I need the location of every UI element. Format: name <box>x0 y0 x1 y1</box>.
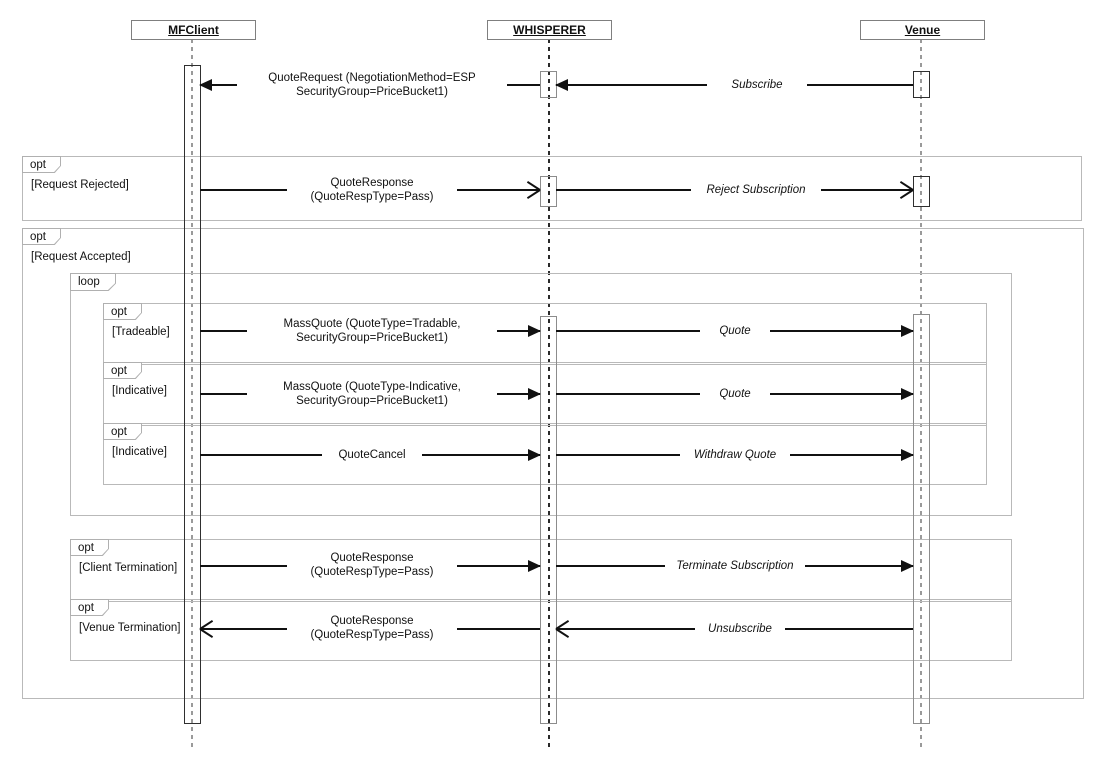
fragment-operator-label: opt <box>104 304 141 319</box>
message-label-quote-response-reject: QuoteResponse (QuoteRespType=Pass) <box>287 176 457 204</box>
arrowhead-filled-right <box>528 325 541 337</box>
lifeline-venue <box>920 39 922 751</box>
fragment-operator-tab: opt <box>70 599 109 616</box>
fragment-operator-tab: opt <box>22 156 61 173</box>
actor-header-mfclient: MFClient <box>131 20 256 40</box>
actor-header-venue: Venue <box>860 20 985 40</box>
message-label-quote-tradable: Quote <box>700 324 770 338</box>
fragment-condition: [Tradeable] <box>112 326 170 338</box>
fragment-condition: [Request Accepted] <box>31 251 131 263</box>
arrowhead-open-left <box>200 622 215 636</box>
lifeline-mfclient <box>191 39 193 751</box>
fragment-request-accepted: opt [Request Accepted] <box>22 228 1084 699</box>
fragment-operator-tab: loop <box>70 273 116 291</box>
activation-whisperer-main <box>540 316 557 724</box>
fragment-operator-label: opt <box>71 600 108 615</box>
arrowhead-filled-right <box>901 560 914 572</box>
fragment-condition: [Client Termination] <box>79 562 178 574</box>
message-label-quote-indicative: Quote <box>700 387 770 401</box>
message-label-quote-response-client-term: QuoteResponse (QuoteRespType=Pass) <box>287 551 457 579</box>
message-label-quote-request: QuoteRequest (NegotiationMethod=ESP Secu… <box>237 71 507 99</box>
fragment-operator-tab: opt <box>103 303 142 320</box>
message-label-subscribe: Subscribe <box>707 78 807 92</box>
fragment-client-termination: opt [Client Termination] <box>70 539 1012 602</box>
fragment-condition: [Indicative] <box>112 446 167 458</box>
fragment-operator-tab: opt <box>103 423 142 440</box>
message-label-mass-quote-tradable: MassQuote (QuoteType=Tradable, SecurityG… <box>247 317 497 345</box>
fragment-operator-label: opt <box>23 157 60 172</box>
fragment-operator-label: opt <box>71 540 108 555</box>
actor-header-whisperer: WHISPERER <box>487 20 612 40</box>
message-label-terminate-subscription: Terminate Subscription <box>665 559 805 573</box>
lifeline-whisperer <box>548 39 550 751</box>
arrowhead-open-right <box>898 183 913 197</box>
fragment-loop: loop <box>70 273 1012 516</box>
fragment-condition: [Venue Termination] <box>79 622 181 634</box>
message-label-withdraw-quote: Withdraw Quote <box>680 448 790 462</box>
message-label-quote-response-venue-term: QuoteResponse (QuoteRespType=Pass) <box>287 614 457 642</box>
arrowhead-filled-right <box>901 449 914 461</box>
fragment-operator-tab: opt <box>22 228 61 245</box>
fragment-request-rejected: opt [Request Rejected] <box>22 156 1082 221</box>
fragment-indicative-cancel: opt [Indicative] <box>103 423 987 485</box>
arrowhead-filled-right <box>901 388 914 400</box>
fragment-operator-label: loop <box>71 274 115 290</box>
activation-whisperer-reject <box>540 176 557 207</box>
actor-name: MFClient <box>168 23 219 37</box>
activation-venue-main <box>913 314 930 724</box>
message-label-unsubscribe: Unsubscribe <box>695 622 785 636</box>
arrowhead-filled-left <box>555 79 568 91</box>
arrowhead-filled-right <box>528 560 541 572</box>
message-label-reject-subscription: Reject Subscription <box>691 183 821 197</box>
activation-mfclient <box>184 65 201 724</box>
arrowhead-open-left <box>556 622 571 636</box>
fragment-operator-label: opt <box>23 229 60 244</box>
fragment-operator-label: opt <box>104 424 141 439</box>
arrowhead-filled-right <box>528 388 541 400</box>
fragment-indicative-quote: opt [Indicative] <box>103 362 987 426</box>
arrowhead-filled-right <box>528 449 541 461</box>
activation-venue-reject <box>913 176 930 207</box>
fragment-condition: [Indicative] <box>112 385 167 397</box>
fragment-condition: [Request Rejected] <box>31 179 129 191</box>
message-label-quote-cancel: QuoteCancel <box>322 448 422 462</box>
arrowhead-open-right <box>525 183 540 197</box>
message-label-mass-quote-indicative: MassQuote (QuoteType-Indicative, Securit… <box>247 380 497 408</box>
fragment-tradeable: opt [Tradeable] <box>103 303 987 365</box>
activation-venue-subscribe <box>913 71 930 98</box>
actor-name: WHISPERER <box>513 23 586 37</box>
fragment-operator-tab: opt <box>70 539 109 556</box>
fragment-venue-termination: opt [Venue Termination] <box>70 599 1012 661</box>
actor-name: Venue <box>904 23 941 37</box>
fragment-operator-label: opt <box>104 363 141 378</box>
arrowhead-filled-left <box>199 79 212 91</box>
fragment-operator-tab: opt <box>103 362 142 379</box>
arrowhead-filled-right <box>901 325 914 337</box>
